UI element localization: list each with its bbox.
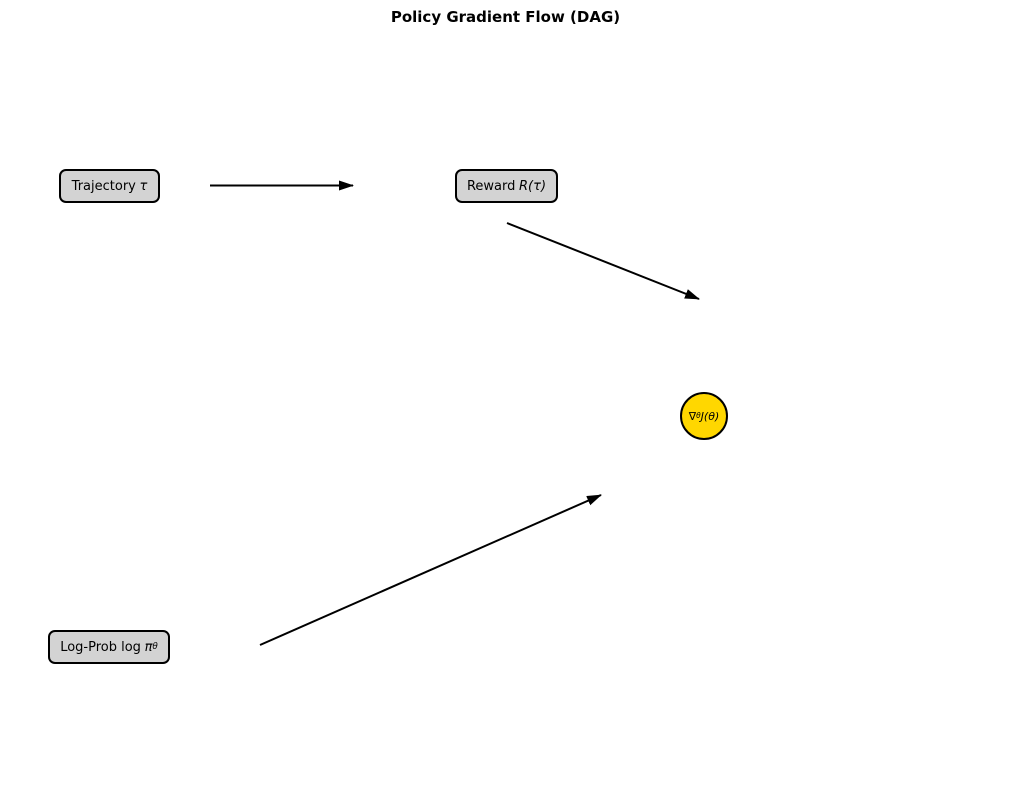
node-logprob-math: π <box>144 639 153 655</box>
edge-logprob-to-gradient <box>259 494 602 646</box>
node-trajectory-label: Trajectory <box>71 178 136 194</box>
node-logprob-label: Log-Prob log <box>60 639 141 655</box>
edge-reward-to-gradient <box>506 222 700 300</box>
diagram-title: Policy Gradient Flow (DAG) <box>390 8 621 26</box>
node-reward-label: Reward <box>466 178 516 194</box>
gradient-objective: J(θ) <box>700 409 720 423</box>
node-reward-math: R(τ) <box>519 178 547 194</box>
gradient-nabla: ∇ <box>688 409 697 423</box>
node-trajectory-math: τ <box>139 178 148 194</box>
